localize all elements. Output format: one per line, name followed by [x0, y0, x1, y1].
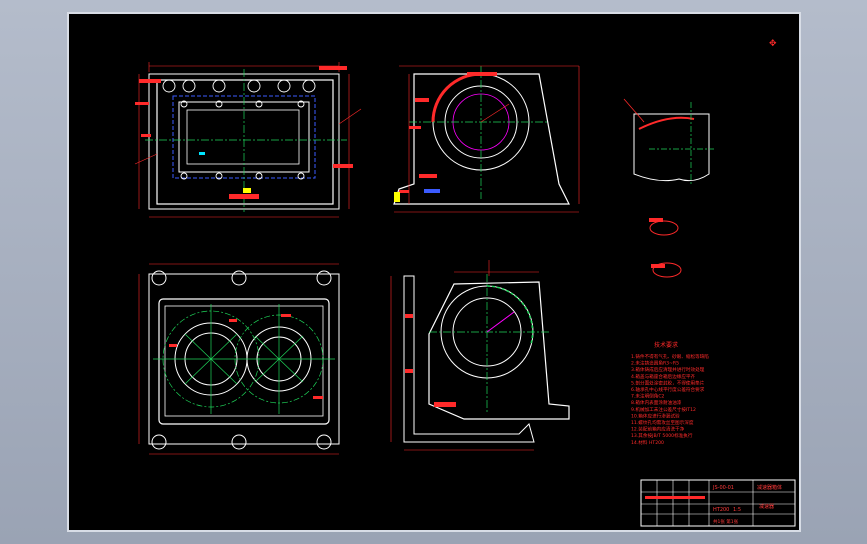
note-line: 10.箱体应进行渗漏试验	[631, 412, 680, 419]
part-name: 减速器箱体	[757, 484, 782, 491]
drawing-number: JS-00-01	[712, 485, 734, 491]
note-line: 2.未注铸造圆角R3~R5	[631, 360, 679, 367]
note-line: 3.箱体铸成后应清理并进行时效处理	[631, 366, 705, 373]
bottom-plan-view[interactable]	[138, 263, 340, 455]
note-line: 7.未注明倒角C2	[631, 393, 665, 400]
note-line: 5.剖分面处涂密封胶，不得使用垫片	[631, 379, 705, 386]
title-block[interactable]: JS-00-01 减速器箱体 HT200 1:5 共1张 第1张 减速器	[640, 479, 796, 527]
side-section-view[interactable]	[390, 260, 570, 451]
note-line: 1.铸件不得有气孔、砂眼、缩松等缺陷	[631, 353, 709, 360]
note-line: 11.螺纹孔均需攻丝至图示深度	[631, 419, 694, 426]
notes-list: 1.铸件不得有气孔、砂眼、缩松等缺陷2.未注铸造圆角R3~R53.箱体铸成后应清…	[631, 353, 709, 446]
cad-drawing-canvas[interactable]: ✥	[69, 14, 799, 530]
note-line: 14.材料 HT200	[631, 439, 664, 446]
note-line: 9.机械加工未注公差尺寸按IT12	[631, 406, 696, 413]
detail-view[interactable]: ✥	[623, 39, 777, 278]
material-label: HT200	[713, 507, 729, 513]
technical-notes: 技术要求 1.铸件不得有气孔、砂眼、缩松等缺陷2.未注铸造圆角R3~R53.箱体…	[631, 341, 709, 446]
scale-label: 1:5	[733, 507, 741, 513]
sheet-label: 共1张 第1张	[713, 518, 739, 525]
drawing-viewport[interactable]: ✥	[67, 12, 801, 532]
note-line: 6.轴承孔中心线平行度公差符合要求	[631, 386, 705, 393]
note-line: 13.其余按JB/T 5000标准执行	[631, 432, 693, 439]
note-line: 4.箱盖与箱座合箱后边缘应平齐	[631, 373, 696, 380]
notes-heading: 技术要求	[654, 341, 678, 349]
front-section-view[interactable]	[393, 65, 580, 213]
north-marker-icon: ✥	[769, 39, 777, 49]
note-line: 12.装配前箱内应清洗干净	[631, 426, 685, 433]
company-label: 减速器	[759, 503, 774, 510]
top-view[interactable]	[134, 62, 362, 218]
note-line: 8.箱体内表面涂耐油油漆	[631, 399, 682, 406]
